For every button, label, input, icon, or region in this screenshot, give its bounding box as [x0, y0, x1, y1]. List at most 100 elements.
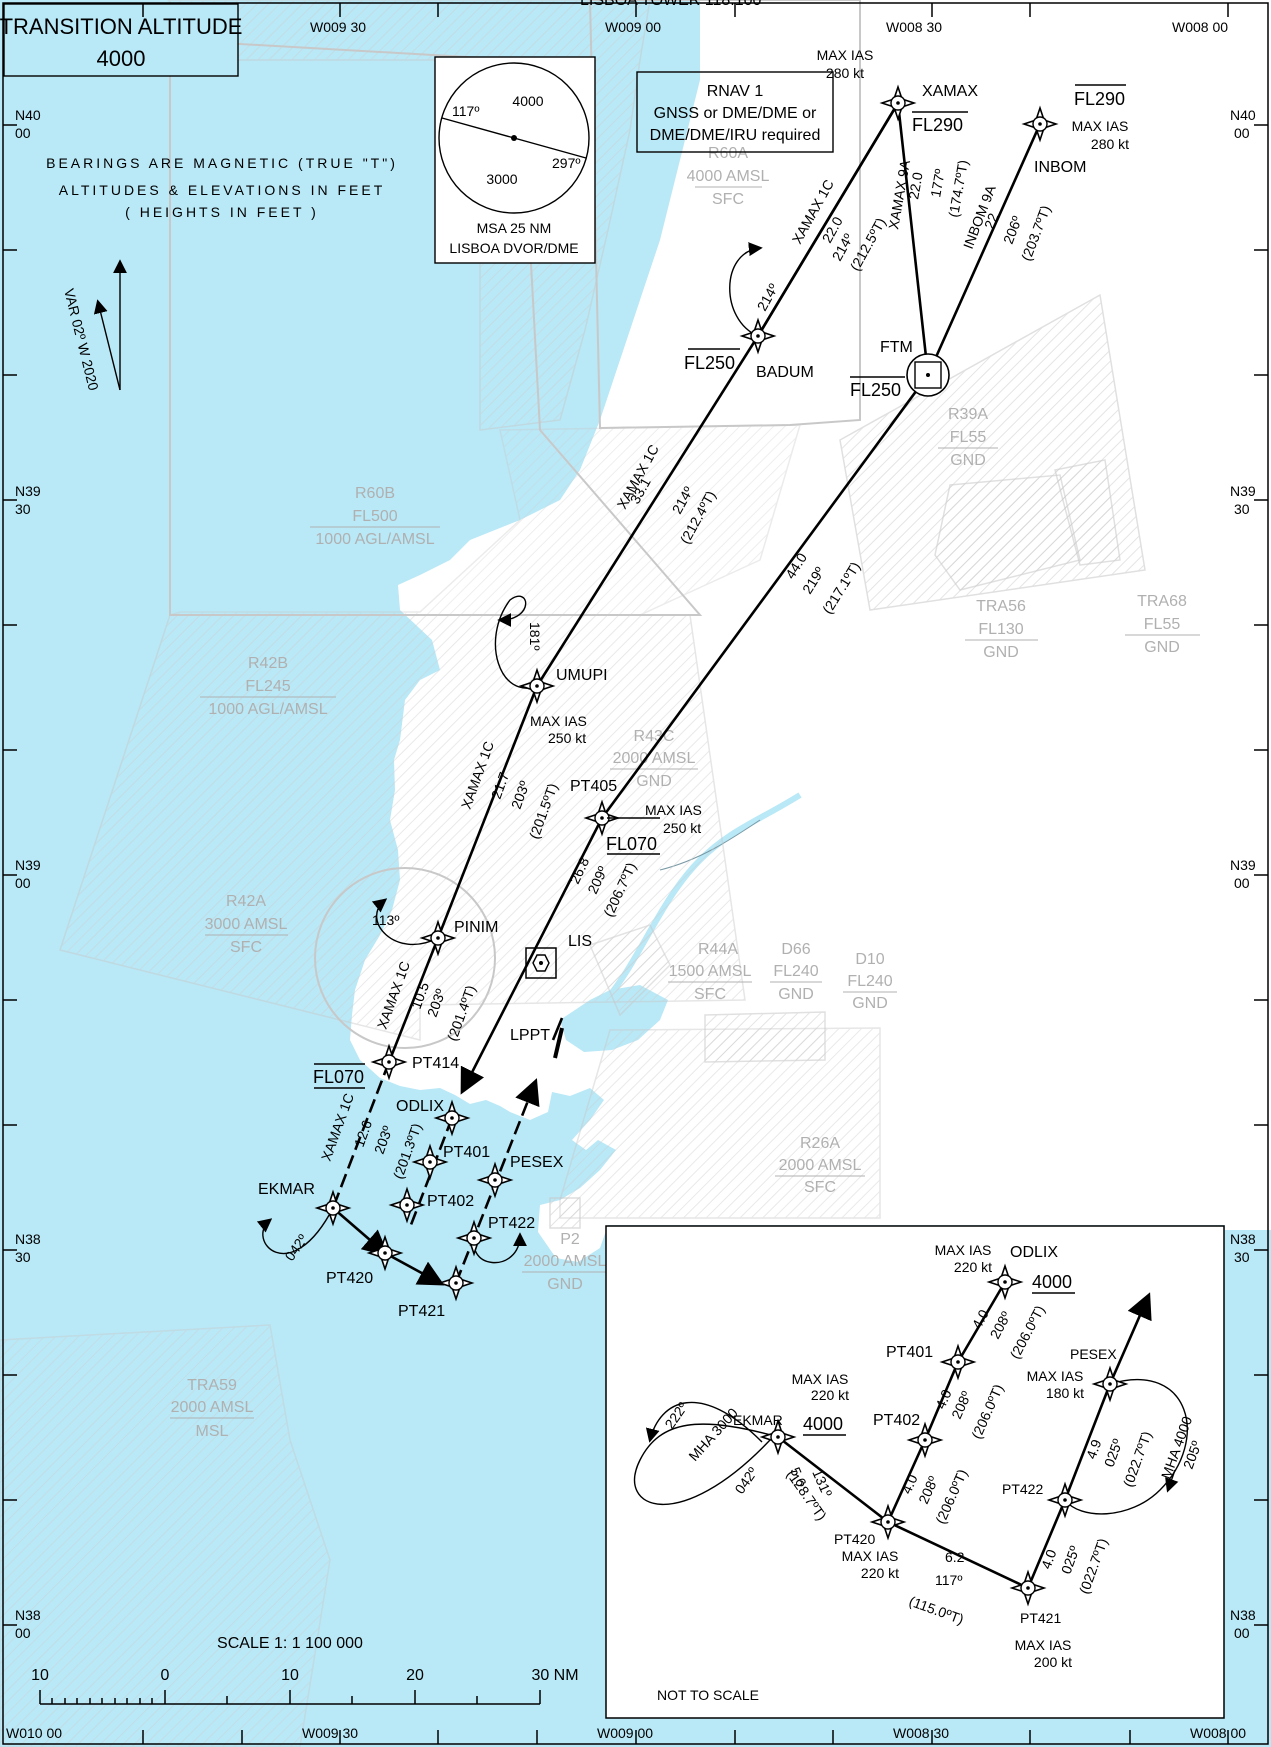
pt405-label: PT405 [570, 778, 617, 795]
pt414-fl: FL070 [313, 1067, 364, 1087]
scale-label: SCALE 1: 1 100 000 [217, 1635, 363, 1652]
airspace-lower: GND [778, 986, 814, 1003]
inset-ekmar-ias-value: 220 kt [811, 1387, 849, 1403]
not-to-scale: NOT TO SCALE [657, 1687, 759, 1703]
hold-track: 181º [527, 622, 543, 650]
airspace-upper: FL55 [1144, 616, 1181, 633]
lat-label: N40 [1230, 107, 1256, 123]
inset-routes [634, 1281, 1188, 1590]
lat-label: N39 [1230, 857, 1256, 873]
airspace-lower: GND [1144, 639, 1180, 656]
msa-alt-north: 4000 [512, 93, 543, 109]
inset-pesex-ias: MAX IAS [1027, 1368, 1084, 1384]
inset-pesex-ias-value: 180 kt [1046, 1385, 1084, 1401]
airspace-lower: MSL [196, 1423, 229, 1440]
lat-label: N38 [1230, 1231, 1256, 1247]
hold-track: 113º [372, 912, 399, 928]
inset-pt421-label: PT421 [1020, 1610, 1061, 1626]
pt405-ias: MAX IAS [645, 802, 702, 818]
airspace-lower: SFC [230, 939, 262, 956]
lppt-runway: LPPT [510, 1027, 564, 1059]
airspace-lower: 1000 AGL/AMSL [315, 531, 434, 548]
lat-label: 00 [15, 1625, 31, 1641]
msa-brg-left: 117º [452, 103, 479, 119]
xamax-label: XAMAX [922, 83, 978, 100]
routes [256, 102, 1042, 1286]
pt414-label: PT414 [412, 1055, 459, 1072]
rnav-line2: GNSS or DME/DME or [654, 105, 817, 122]
inset-pt402-label: PT402 [873, 1412, 920, 1429]
grid-labels: W009 30 W009 00 W008 30 W008 00 W010 00 … [6, 19, 1256, 1741]
pt405-ias-value: 250 kt [663, 820, 701, 836]
airspace-labels: R60A 4000 AMSL SFC R60B FL500 1000 AGL/A… [170, 145, 1200, 1440]
airspace-lower: GND [950, 452, 986, 469]
msa-box: 4000 3000 117º 297º MSA 25 NM LISBOA DVO… [434, 56, 596, 264]
lat-label: N39 [15, 483, 41, 499]
segment-distance: 4.0 [898, 1472, 921, 1496]
airspace-lower: GND [983, 644, 1019, 661]
airspace-name: R42B [248, 655, 288, 672]
lat-label: 00 [1234, 875, 1250, 891]
rnav-box: RNAV 1 GNSS or DME/DME or DME/DME/IRU re… [636, 71, 834, 153]
inset-pt420-ias: MAX IAS [842, 1548, 899, 1564]
note-heights: ( HEIGHTS IN FEET ) [125, 204, 319, 220]
umupi-label: UMUPI [556, 667, 608, 684]
xamax-ias: MAX IAS [817, 47, 874, 63]
lon-label: W009 00 [597, 1725, 653, 1741]
pt420-label: PT420 [326, 1270, 373, 1287]
frame-ticks [3, 3, 1268, 1744]
airspace-upper: FL55 [950, 429, 987, 446]
lis-label: LIS [568, 933, 592, 950]
airspace-name: TRA59 [187, 1377, 237, 1394]
scale-tick: 10 [31, 1667, 49, 1684]
pt405-fl: FL070 [606, 834, 657, 854]
lon-label: W009 30 [310, 19, 366, 35]
umupi-ias-value: 250 kt [548, 730, 586, 746]
inset-ekmar-label: EKMAR [733, 1412, 783, 1428]
xamax-fl: FL290 [912, 115, 963, 135]
airspace-name: TRA68 [1137, 593, 1187, 610]
scale-tick: 10 [281, 1667, 299, 1684]
lat-label: 30 [1234, 501, 1250, 517]
lat-label: 30 [15, 501, 31, 517]
airspace-name: R26A [800, 1135, 840, 1152]
airspace-name: TRA56 [976, 598, 1026, 615]
umupi-ias: MAX IAS [530, 713, 587, 729]
msa-alt-south: 3000 [486, 171, 517, 187]
airspace-upper: FL130 [978, 621, 1023, 638]
airspace-name: R60A [708, 145, 748, 162]
odlix-label: ODLIX [396, 1098, 444, 1115]
airspace-lower: GND [547, 1276, 583, 1293]
lon-label: W009 00 [605, 19, 661, 35]
airspace-name: R42A [226, 893, 266, 910]
badum-label: BADUM [756, 364, 814, 381]
lat-label: 30 [15, 1249, 31, 1265]
airspace-upper: FL240 [773, 963, 818, 980]
lon-label: W008 30 [893, 1725, 949, 1741]
airspace-upper: FL245 [245, 678, 290, 695]
inbom-fl: FL290 [1074, 89, 1125, 109]
airspace-upper: 3000 AMSL [205, 916, 288, 933]
lon-label: W009 30 [302, 1725, 358, 1741]
note-altitudes: ALTITUDES & ELEVATIONS IN FEET [59, 182, 386, 198]
lat-label: 00 [15, 125, 31, 141]
pt402-label: PT402 [427, 1193, 474, 1210]
xamax-ias-value: 280 kt [826, 65, 864, 81]
lppt-label: LPPT [510, 1027, 550, 1044]
airspace-lower: SFC [712, 191, 744, 208]
lon-label: W008 30 [886, 19, 942, 35]
transition-label: TRANSITION ALTITUDE [0, 14, 242, 39]
lon-label: W008 00 [1190, 1725, 1246, 1741]
inbom-label: INBOM [1034, 159, 1086, 176]
segment-track: 177º [927, 168, 948, 199]
airspace-lower: 1000 AGL/AMSL [208, 701, 327, 718]
ekmar-label: EKMAR [258, 1181, 315, 1198]
airspace-lower: GND [852, 995, 888, 1012]
ftm-vor: FTM FL250 [850, 339, 950, 400]
scale-tick: 30 NM [531, 1667, 578, 1684]
frequency-label: LISBOA TOWER 118.100 [580, 0, 762, 9]
pesex-label: PESEX [510, 1154, 564, 1171]
inset-pt420-label: PT420 [834, 1531, 875, 1547]
airspace-name: R44A [698, 941, 738, 958]
